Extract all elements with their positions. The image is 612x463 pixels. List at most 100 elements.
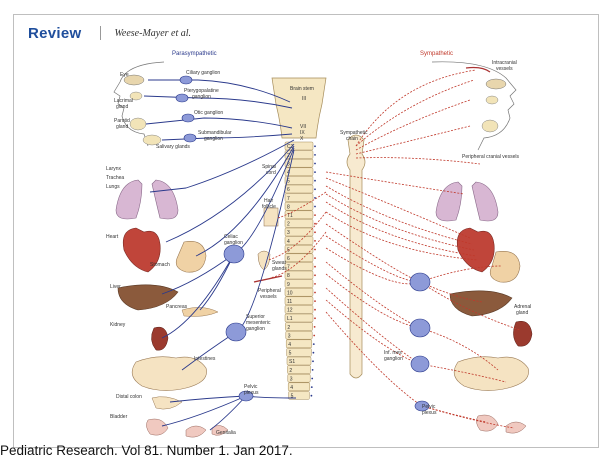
article-header: Review Weese-Mayer et al. bbox=[28, 22, 191, 44]
spinal-segment-label: S1 bbox=[289, 359, 295, 365]
spinal-segment-label: L1 bbox=[287, 316, 293, 322]
nerve-root-dot bbox=[312, 369, 314, 371]
diagram-label: Larynx bbox=[106, 166, 122, 172]
spinal-segment-label: 6 bbox=[287, 187, 290, 193]
parasympathetic-ganglia bbox=[176, 76, 253, 401]
diagram-label: vessels bbox=[260, 294, 277, 300]
diagram-label: Lungs bbox=[106, 184, 120, 190]
spinal-segment-label: 5 bbox=[289, 351, 292, 357]
diagram-label: Distal colon bbox=[116, 394, 142, 400]
diagram-label: ganglion bbox=[384, 356, 403, 362]
section-label: Review bbox=[28, 25, 82, 42]
sympathetic-heading: Sympathetic bbox=[420, 51, 453, 57]
diagram-label: Heart bbox=[106, 234, 119, 240]
left-lungs bbox=[116, 180, 178, 219]
nerve-root-dot bbox=[314, 154, 316, 156]
spinal-segment-label: 3 bbox=[287, 230, 290, 236]
spinal-segment-label: 6 bbox=[287, 256, 290, 262]
nerve-root-dot bbox=[314, 145, 316, 147]
diagram-label: ganglion bbox=[246, 326, 265, 332]
sympathetic-chain bbox=[347, 135, 365, 378]
nerve-root-dot bbox=[314, 292, 316, 294]
nerve-root-dot bbox=[314, 300, 316, 302]
nerve-root-dot bbox=[314, 266, 316, 268]
sympathetic-ganglia bbox=[410, 273, 430, 411]
diagram-label: III bbox=[302, 96, 306, 102]
diagram-label: Kidney bbox=[110, 322, 126, 328]
nerve-root-dot bbox=[314, 214, 316, 216]
right-stomach bbox=[490, 251, 520, 282]
right-parotid-gland bbox=[482, 120, 498, 132]
spinal-cord: C12345678T123456789101112L12345S12345 bbox=[272, 78, 326, 400]
right-head-outline bbox=[432, 62, 516, 150]
diagram-label: gland bbox=[116, 104, 128, 110]
spinal-segment-label: 12 bbox=[287, 308, 293, 314]
diagram-label: Eye bbox=[120, 72, 129, 78]
nerve-root-dot bbox=[313, 343, 315, 345]
spinal-segment-label: 2 bbox=[287, 325, 290, 331]
nerve-root-dot bbox=[314, 206, 316, 208]
diagram-label: Genitalia bbox=[216, 430, 236, 436]
spinal-segment-label: 3 bbox=[290, 376, 293, 382]
diagram-label: Ciliary ganglion bbox=[186, 70, 220, 76]
nerve-root-dot bbox=[314, 283, 316, 285]
nerve-root-dot bbox=[314, 257, 316, 259]
diagram-label: plexus bbox=[422, 410, 437, 416]
nerve-root-dot bbox=[311, 378, 313, 380]
nerve-root-dot bbox=[313, 352, 315, 354]
peripheral-vessels bbox=[254, 276, 282, 282]
diagram-label: Pancreas bbox=[166, 304, 188, 310]
authors-label: Weese-Mayer et al. bbox=[115, 28, 192, 39]
diagram-label: glands bbox=[272, 266, 287, 272]
spinal-segment-label: 4 bbox=[288, 342, 291, 348]
spinal-segment-label: 8 bbox=[287, 204, 290, 210]
spinal-segment-label: 10 bbox=[287, 290, 293, 296]
diagram-label: Stomach bbox=[150, 262, 170, 268]
diagram-label: plexus bbox=[244, 390, 259, 396]
right-intestines bbox=[454, 357, 528, 391]
header-divider bbox=[100, 26, 101, 40]
left-kidney bbox=[151, 327, 168, 350]
parasympathetic-heading: Parasympathetic bbox=[172, 51, 217, 57]
diagram-label: Liver bbox=[110, 284, 121, 290]
nerve-root-dot bbox=[314, 171, 316, 173]
left-bladder bbox=[146, 419, 168, 435]
nerve-root-dot bbox=[314, 163, 316, 165]
spinal-segment-label: 4 bbox=[287, 239, 290, 245]
diagram-label: cord bbox=[266, 170, 276, 176]
diagram-label: Peripheral cranial vessels bbox=[462, 154, 519, 160]
diagram-label: vessels bbox=[496, 66, 513, 72]
left-stomach bbox=[176, 241, 206, 272]
diagram-label: gland bbox=[116, 124, 128, 130]
spinal-segment-label: 11 bbox=[287, 299, 292, 305]
nerve-root-dot bbox=[314, 180, 316, 182]
spinal-segment-label: 5 bbox=[291, 394, 294, 400]
diagram-label: follicle bbox=[262, 204, 276, 210]
diagram-label: Bladder bbox=[110, 414, 128, 420]
nerve-root-dot bbox=[311, 386, 313, 388]
diagram-label: ganglion bbox=[224, 240, 243, 246]
sweat-gland bbox=[258, 251, 270, 270]
nerve-root-dot bbox=[314, 249, 316, 251]
spinal-segment-label: 7 bbox=[287, 196, 290, 202]
adrenal-kidney bbox=[513, 321, 532, 346]
spinal-segment-label: 4 bbox=[290, 385, 293, 391]
nerve-root-dot bbox=[314, 188, 316, 190]
spinal-segment-label: 9 bbox=[287, 282, 290, 288]
left-pancreas bbox=[182, 307, 218, 316]
nerve-root-dot bbox=[314, 231, 316, 233]
right-eye bbox=[486, 79, 506, 89]
nerve-root-dot bbox=[311, 395, 313, 397]
diagram-label: Intestines bbox=[194, 356, 216, 362]
diagram-label: Trachea bbox=[106, 175, 124, 181]
distal-colon bbox=[152, 397, 182, 409]
right-lungs bbox=[436, 182, 498, 221]
parotid-gland bbox=[130, 118, 146, 130]
nerve-root-dot bbox=[314, 326, 316, 328]
nerve-root-dot bbox=[314, 317, 316, 319]
diagram-label: Brain stem bbox=[290, 86, 314, 92]
diagram-label: chain bbox=[346, 136, 358, 142]
diagram-label: Salivary glands bbox=[156, 144, 190, 150]
autonomic-nervous-system-diagram: Parasympathetic Sympathetic C12345678T12… bbox=[86, 42, 552, 442]
spinal-segment-label: 2 bbox=[287, 222, 290, 228]
